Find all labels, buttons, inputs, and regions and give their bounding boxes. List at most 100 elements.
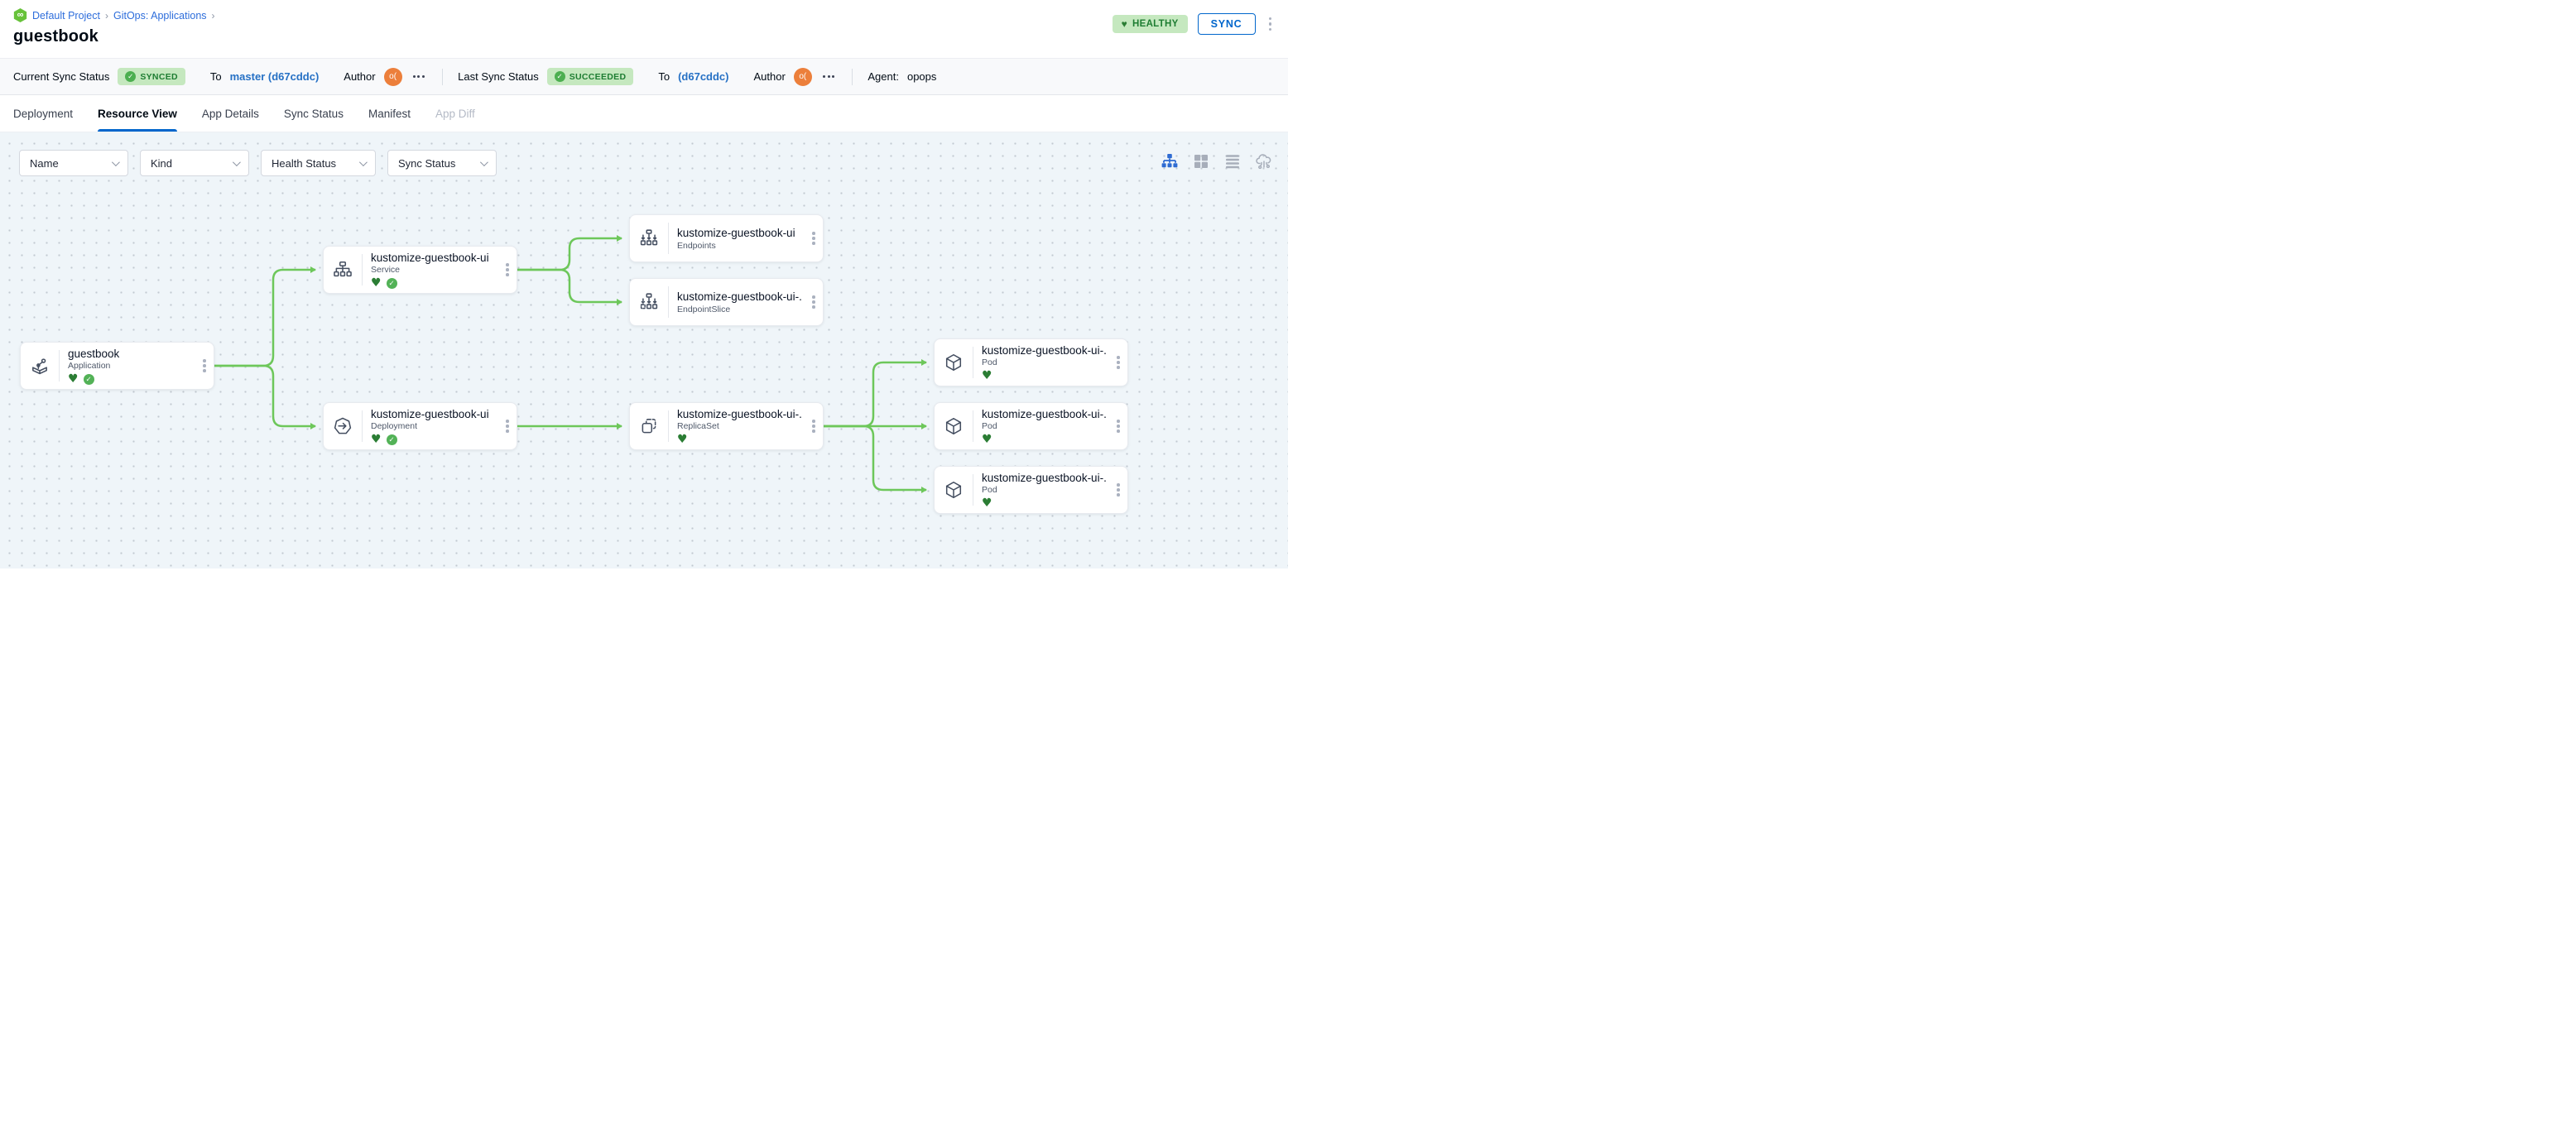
healthy-heart-icon: ♥ bbox=[982, 433, 992, 447]
breadcrumb-project-link[interactable]: Default Project bbox=[32, 9, 100, 22]
healthy-heart-icon: ♥ bbox=[982, 369, 992, 383]
filter-health-label: Health Status bbox=[272, 156, 337, 170]
last-author-label: Author bbox=[753, 70, 786, 83]
node-replicaset-kustomize-guestbook-ui[interactable]: kustomize-guestbook-ui-... ReplicaSet ♥ bbox=[629, 402, 824, 450]
node-menu-button[interactable] bbox=[1109, 467, 1127, 513]
health-status-label: HEALTHY bbox=[1132, 19, 1179, 29]
node-kind: Endpoints bbox=[677, 240, 716, 251]
node-kind: ReplicaSet bbox=[677, 421, 719, 432]
node-menu-button[interactable] bbox=[1109, 339, 1127, 386]
filter-kind-dropdown[interactable]: Kind bbox=[140, 150, 249, 176]
synced-check-icon: ✓ bbox=[83, 373, 94, 385]
chevron-down-icon bbox=[358, 157, 368, 166]
last-sync-status-label: Last Sync Status bbox=[458, 70, 539, 83]
divider bbox=[59, 350, 60, 381]
filter-name-dropdown[interactable]: Name bbox=[19, 150, 128, 176]
node-menu-button[interactable] bbox=[805, 215, 823, 261]
current-author-avatar[interactable]: o( bbox=[383, 67, 402, 86]
node-menu-button[interactable] bbox=[498, 403, 517, 449]
node-title: kustomize-guestbook-ui-... bbox=[982, 407, 1108, 420]
node-endpoints-kustomize-guestbook-ui[interactable]: kustomize-guestbook-ui Endpoints bbox=[629, 214, 824, 262]
breadcrumb-separator: › bbox=[104, 9, 108, 22]
chevron-down-icon bbox=[232, 157, 241, 166]
filter-bar: Name Kind Health Status Sync Status bbox=[19, 150, 497, 176]
tab-resource-view[interactable]: Resource View bbox=[98, 95, 177, 132]
sync-button[interactable]: SYNC bbox=[1197, 13, 1256, 35]
app-more-menu-button[interactable] bbox=[1266, 16, 1276, 33]
filter-health-status-dropdown[interactable]: Health Status bbox=[261, 150, 376, 176]
pod-icon bbox=[935, 467, 973, 513]
check-icon: ✓ bbox=[554, 71, 565, 82]
cloud-resources-view-icon[interactable] bbox=[1255, 152, 1273, 170]
node-kind: Deployment bbox=[371, 421, 418, 432]
node-menu-button[interactable] bbox=[195, 343, 214, 389]
healthy-heart-icon: ♥ bbox=[371, 276, 382, 290]
pod-icon bbox=[935, 403, 973, 449]
last-commit-details-button[interactable] bbox=[820, 73, 838, 80]
breadcrumb: ∞ Default Project › GitOps: Applications… bbox=[13, 8, 1275, 22]
node-kind: Pod bbox=[982, 485, 997, 496]
node-service-kustomize-guestbook-ui[interactable]: kustomize-guestbook-ui Service ♥ ✓ bbox=[323, 246, 517, 294]
divider bbox=[362, 410, 363, 442]
current-sync-badge-text: SYNCED bbox=[140, 71, 178, 82]
healthy-heart-icon: ♥ bbox=[982, 497, 992, 511]
node-menu-button[interactable] bbox=[1109, 403, 1127, 449]
tab-deployment[interactable]: Deployment bbox=[13, 107, 74, 120]
node-endpointslice-kustomize-guestbook-ui[interactable]: kustomize-guestbook-ui-... EndpointSlice bbox=[629, 278, 824, 326]
divider bbox=[362, 254, 363, 285]
node-pod-3[interactable]: kustomize-guestbook-ui-... Pod ♥ bbox=[934, 466, 1128, 514]
synced-check-icon: ✓ bbox=[386, 277, 397, 289]
node-title: kustomize-guestbook-ui bbox=[677, 227, 795, 240]
node-application-guestbook[interactable]: guestbook Application ♥ ✓ bbox=[20, 342, 214, 390]
node-menu-button[interactable] bbox=[498, 247, 517, 293]
chevron-down-icon bbox=[111, 157, 120, 166]
tab-bar: Deployment Resource View App Details Syn… bbox=[0, 95, 1288, 132]
service-icon bbox=[324, 247, 362, 293]
last-commit-link[interactable]: (d67cddc) bbox=[678, 70, 729, 83]
divider bbox=[442, 68, 444, 85]
node-title: kustomize-guestbook-ui-... bbox=[677, 290, 803, 304]
health-status-badge: ♥ HEALTHY bbox=[1112, 15, 1188, 33]
node-pod-1[interactable]: kustomize-guestbook-ui-... Pod ♥ bbox=[934, 338, 1128, 386]
last-to-label: To bbox=[658, 70, 670, 83]
current-commit-details-button[interactable] bbox=[411, 73, 428, 80]
node-title: kustomize-guestbook-ui-... bbox=[677, 407, 803, 420]
application-icon bbox=[21, 343, 59, 389]
node-deployment-kustomize-guestbook-ui[interactable]: kustomize-guestbook-ui Deployment ♥ ✓ bbox=[323, 402, 517, 450]
tree-view-icon[interactable] bbox=[1161, 152, 1179, 170]
tab-app-diff: App Diff bbox=[435, 107, 475, 120]
tab-manifest[interactable]: Manifest bbox=[368, 107, 411, 120]
current-commit-link[interactable]: master (d67cddc) bbox=[229, 70, 320, 83]
page-title: guestbook bbox=[13, 27, 99, 46]
node-kind: Service bbox=[371, 265, 401, 276]
node-menu-button[interactable] bbox=[805, 403, 823, 449]
node-pod-2[interactable]: kustomize-guestbook-ui-... Pod ♥ bbox=[934, 402, 1128, 450]
divider bbox=[668, 410, 669, 442]
node-title: kustomize-guestbook-ui bbox=[371, 407, 489, 420]
resource-tree-canvas[interactable]: Name Kind Health Status Sync Status bbox=[0, 132, 1288, 568]
filter-sync-status-dropdown[interactable]: Sync Status bbox=[387, 150, 497, 176]
filter-sync-label: Sync Status bbox=[398, 156, 456, 170]
current-sync-status-badge: ✓ SYNCED bbox=[118, 68, 185, 85]
list-view-icon[interactable] bbox=[1223, 152, 1242, 170]
filter-kind-label: Kind bbox=[151, 156, 173, 170]
node-title: kustomize-guestbook-ui bbox=[371, 251, 489, 264]
view-toggle-group bbox=[1161, 152, 1273, 170]
current-author-label: Author bbox=[344, 70, 376, 83]
tab-sync-status[interactable]: Sync Status bbox=[283, 107, 344, 120]
node-menu-button[interactable] bbox=[805, 279, 823, 325]
breadcrumb-section-link[interactable]: GitOps: Applications bbox=[113, 9, 207, 22]
node-kind: Pod bbox=[982, 421, 997, 432]
tab-app-details[interactable]: App Details bbox=[201, 107, 259, 120]
grid-view-icon[interactable] bbox=[1192, 152, 1210, 170]
current-sync-status-label: Current Sync Status bbox=[13, 70, 110, 83]
heart-icon: ♥ bbox=[1121, 18, 1127, 30]
chevron-down-icon bbox=[479, 157, 488, 166]
last-sync-badge-text: SUCCEEDED bbox=[569, 71, 627, 82]
divider bbox=[668, 286, 669, 318]
healthy-heart-icon: ♥ bbox=[371, 433, 382, 447]
current-to-label: To bbox=[209, 70, 222, 83]
deployment-icon bbox=[324, 403, 362, 449]
gitops-logo-icon: ∞ bbox=[13, 8, 27, 22]
last-author-avatar[interactable]: o( bbox=[793, 67, 812, 86]
